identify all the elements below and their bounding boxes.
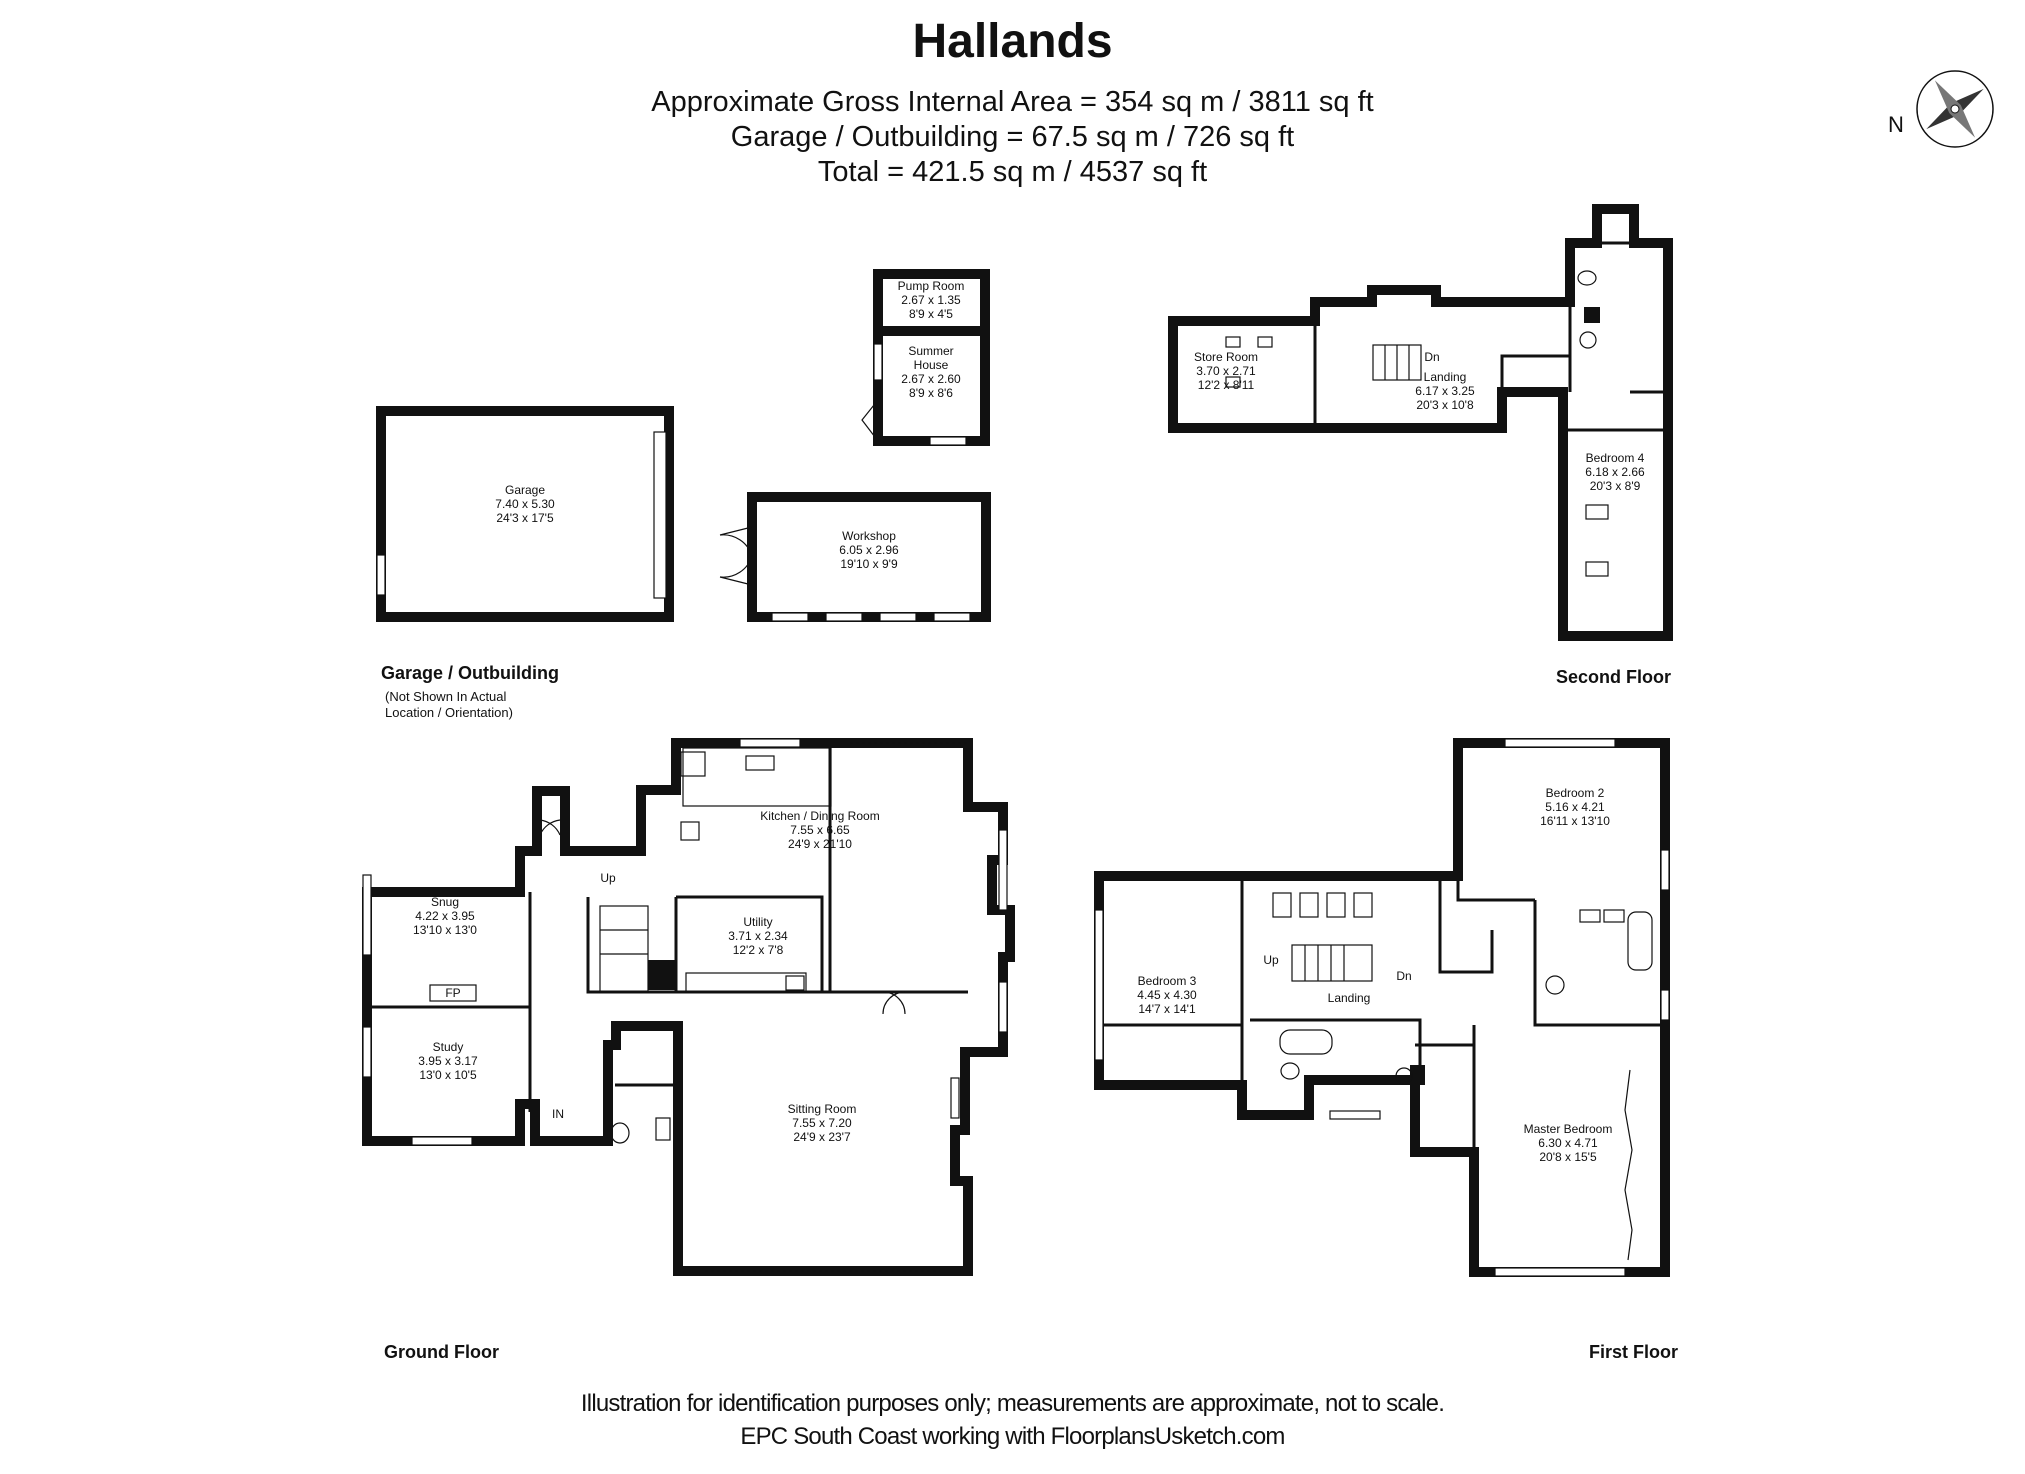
landing-2-imperial: 20'3 x 10'8: [1416, 398, 1474, 412]
bedroom-3-label: Bedroom 3: [1138, 974, 1197, 988]
total-area: Total = 421.5 sq m / 4537 sq ft: [817, 156, 1208, 188]
sitting-room-metric: 7.55 x 7.20: [792, 1116, 852, 1130]
credit-text: EPC South Coast working with FloorplansU…: [740, 1423, 1285, 1450]
summer-house-metric: 2.67 x 2.60: [901, 372, 961, 386]
outbuilding-note-line-2: Location / Orientation): [385, 705, 513, 720]
sitting-room-label: Sitting Room: [788, 1102, 857, 1116]
first-floor-up-marker: Up: [1263, 953, 1279, 967]
sitting-room-imperial: 24'9 x 23'7: [793, 1130, 851, 1144]
compass: N: [1880, 62, 2000, 152]
first-floor-dn-marker: Dn: [1396, 969, 1411, 983]
compass-rose-icon: [1916, 70, 1994, 148]
garage-label: Garage: [505, 483, 545, 497]
bedroom-3-imperial: 14'7 x 14'1: [1138, 1002, 1196, 1016]
second-floor-outline: [1168, 204, 1673, 641]
first-floor-outline: [1094, 738, 1670, 1277]
utility-imperial: 12'2 x 7'8: [733, 943, 784, 957]
snug-metric: 4.22 x 3.95: [415, 909, 475, 923]
summer-house-label-1: Summer: [908, 344, 953, 358]
outbuilding-note-line-1: (Not Shown In Actual: [385, 689, 507, 704]
fireplace-marker: FP: [445, 986, 460, 1000]
pump-room-imperial: 8'9 x 4'5: [909, 307, 953, 321]
kitchen-metric: 7.55 x 6.65: [790, 823, 850, 837]
snug-label: Snug: [431, 895, 459, 909]
master-bedroom-label: Master Bedroom: [1524, 1122, 1613, 1136]
store-room-label: Store Room: [1194, 350, 1258, 364]
bedroom-2-imperial: 16'11 x 13'10: [1540, 814, 1610, 828]
kitchen-imperial: 24'9 x 21'10: [788, 837, 852, 851]
study-label: Study: [433, 1040, 464, 1054]
second-floor-dn-marker: Dn: [1424, 350, 1439, 364]
bedroom-4-metric: 6.18 x 2.66: [1585, 465, 1645, 479]
pump-room-label: Pump Room: [898, 279, 965, 293]
first-floor-landing-label: Landing: [1328, 991, 1371, 1005]
store-room-imperial: 12'2 x 8'11: [1198, 378, 1255, 392]
snug-imperial: 13'10 x 13'0: [413, 923, 477, 937]
disclaimer-text: Illustration for identification purposes…: [580, 1390, 1445, 1417]
pump-room-metric: 2.67 x 1.35: [901, 293, 961, 307]
study-imperial: 13'0 x 10'5: [419, 1068, 477, 1082]
section-label-ground-floor: Ground Floor: [384, 1342, 499, 1362]
master-bedroom-metric: 6.30 x 4.71: [1538, 1136, 1598, 1150]
summer-house-label-2: House: [914, 358, 949, 372]
utility-label: Utility: [743, 915, 772, 929]
entrance-marker: IN: [552, 1107, 564, 1121]
garage-metric: 7.40 x 5.30: [495, 497, 555, 511]
bedroom-4-imperial: 20'3 x 8'9: [1590, 479, 1641, 493]
bedroom-3-metric: 4.45 x 4.30: [1137, 988, 1197, 1002]
bedroom-4-label: Bedroom 4: [1586, 451, 1645, 465]
store-room-metric: 3.70 x 2.71: [1196, 364, 1256, 378]
workshop-metric: 6.05 x 2.96: [839, 543, 899, 557]
plan-title: Hallands: [912, 15, 1113, 68]
section-label-outbuilding: Garage / Outbuilding: [381, 663, 560, 683]
master-bedroom-imperial: 20'8 x 15'5: [1539, 1150, 1597, 1164]
bedroom-2-metric: 5.16 x 4.21: [1545, 800, 1605, 814]
workshop-imperial: 19'10 x 9'9: [840, 557, 898, 571]
ground-floor-up-marker: Up: [600, 871, 616, 885]
study-metric: 3.95 x 3.17: [418, 1054, 478, 1068]
summer-house-outline: [861, 326, 990, 446]
workshop-outline: [719, 492, 991, 622]
garage-imperial: 24'3 x 17'5: [496, 511, 554, 525]
room-labels: Pump Room 2.67 x 1.35 8'9 x 4'5 Summer H…: [413, 279, 1645, 1164]
kitchen-label: Kitchen / Dining Room: [760, 809, 879, 823]
workshop-label: Workshop: [842, 529, 896, 543]
section-label-second-floor: Second Floor: [1556, 667, 1672, 687]
utility-metric: 3.71 x 2.34: [728, 929, 788, 943]
bedroom-2-label: Bedroom 2: [1546, 786, 1605, 800]
landing-2-label: Landing: [1424, 370, 1467, 384]
landing-2-metric: 6.17 x 3.25: [1415, 384, 1475, 398]
compass-north-label: N: [1888, 112, 1904, 137]
garage-outline: [376, 406, 674, 622]
gross-internal-area: Approximate Gross Internal Area = 354 sq…: [651, 86, 1374, 118]
section-label-first-floor: First Floor: [1589, 1342, 1678, 1362]
summer-house-imperial: 8'9 x 8'6: [909, 386, 953, 400]
outbuilding-area: Garage / Outbuilding = 67.5 sq m / 726 s…: [730, 121, 1295, 153]
ground-floor-outline: [362, 738, 1015, 1276]
